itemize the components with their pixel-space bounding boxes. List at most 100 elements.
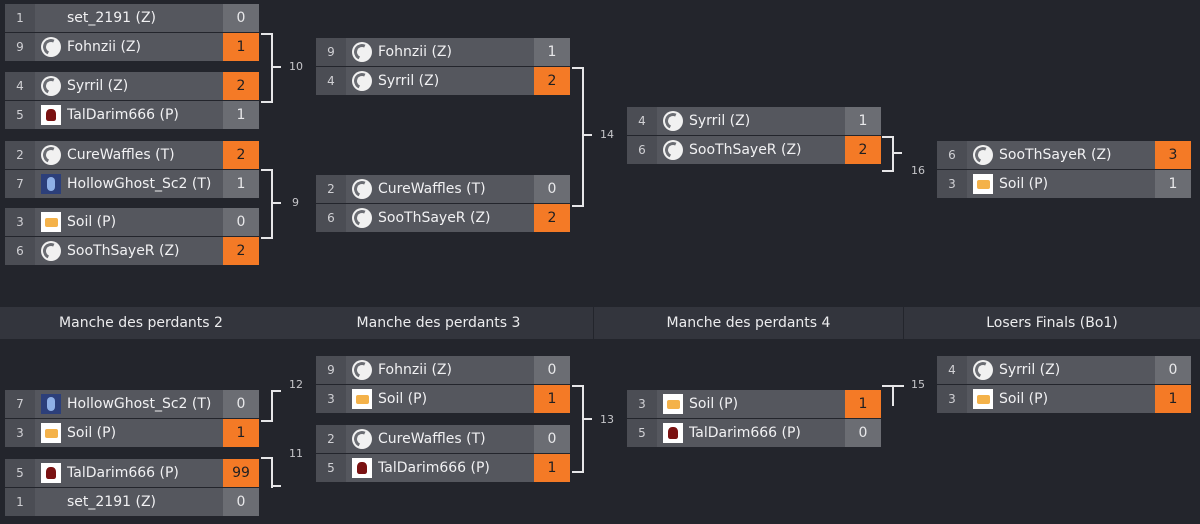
player-row[interactable]: 6 SooThSayeR (Z) 2 bbox=[627, 136, 881, 164]
match-w-14[interactable]: 4 Syrril (Z) 1 6 SooThSayeR (Z) 2 bbox=[627, 107, 881, 165]
seed-number: 5 bbox=[5, 459, 35, 487]
protoss-team-icon bbox=[352, 458, 372, 478]
player-name: Soil (P) bbox=[689, 396, 739, 412]
player-row[interactable]: 7 HollowGhost_Sc2 (T) 1 bbox=[5, 170, 259, 198]
match-number: 15 bbox=[911, 378, 925, 391]
player-row[interactable]: 4 Syrril (Z) 2 bbox=[5, 72, 259, 100]
protoss-team-icon bbox=[663, 423, 683, 443]
zerg-team-icon bbox=[973, 360, 993, 380]
player-row[interactable]: 6 SooThSayeR (Z) 3 bbox=[937, 141, 1191, 169]
player-row[interactable]: 9 Fohnzii (Z) 1 bbox=[316, 38, 570, 66]
bracket-connector-line bbox=[584, 418, 592, 420]
seed-number: 2 bbox=[316, 175, 346, 203]
match-l-a[interactable]: 7 HollowGhost_Sc2 (T) 0 3 Soil (P) 1 bbox=[5, 390, 259, 448]
player-row[interactable]: 4 Syrril (Z) 1 bbox=[627, 107, 881, 135]
player-name: TalDarim666 (P) bbox=[689, 425, 801, 441]
match-w-r1-a[interactable]: 1 set_2191 (Z) 0 9 Fohnzii (Z) 1 bbox=[5, 4, 259, 62]
losers-round-header: Losers Finals (Bo1) bbox=[904, 307, 1200, 339]
player-row[interactable]: 9 Fohnzii (Z) 0 bbox=[316, 356, 570, 384]
player-row[interactable]: 3 Soil (P) 1 bbox=[316, 385, 570, 413]
player-row[interactable]: 7 HollowGhost_Sc2 (T) 0 bbox=[5, 390, 259, 418]
player-row[interactable]: 1 set_2191 (Z) 0 bbox=[5, 4, 259, 32]
bracket-connector bbox=[261, 457, 273, 488]
seed-number: 9 bbox=[316, 356, 346, 384]
player-name: Soil (P) bbox=[999, 176, 1049, 192]
player-name: CureWaffles (T) bbox=[378, 181, 486, 197]
seed-number: 5 bbox=[5, 101, 35, 129]
score: 1 bbox=[223, 170, 259, 198]
score: 0 bbox=[223, 488, 259, 516]
player-name: Soil (P) bbox=[378, 391, 428, 407]
score-winner: 1 bbox=[1155, 385, 1191, 413]
player-row[interactable]: 2 CureWaffles (T) 2 bbox=[5, 141, 259, 169]
bracket-connector bbox=[261, 33, 273, 103]
match-l-12[interactable]: 9 Fohnzii (Z) 0 3 Soil (P) 1 bbox=[316, 356, 570, 414]
team-icon bbox=[41, 145, 61, 165]
player-row[interactable]: 5 TalDarim666 (P) 1 bbox=[316, 454, 570, 482]
match-w-9[interactable]: 2 CureWaffles (T) 0 6 SooThSayeR (Z) 2 bbox=[316, 175, 570, 233]
player-name: SooThSayeR (Z) bbox=[378, 210, 491, 226]
soil-team-icon bbox=[973, 389, 993, 409]
seed-number: 5 bbox=[627, 419, 657, 447]
player-row[interactable]: 1 set_2191 (Z) 0 bbox=[5, 488, 259, 516]
zerg-team-icon bbox=[352, 42, 372, 62]
player-row[interactable]: 2 CureWaffles (T) 0 bbox=[316, 425, 570, 453]
match-w-r1-c[interactable]: 2 CureWaffles (T) 2 7 HollowGhost_Sc2 (T… bbox=[5, 141, 259, 199]
score-winner: 1 bbox=[223, 33, 259, 61]
player-row[interactable]: 4 Syrril (Z) 0 bbox=[937, 356, 1191, 384]
player-name: Fohnzii (Z) bbox=[378, 362, 452, 378]
player-row[interactable]: 2 CureWaffles (T) 0 bbox=[316, 175, 570, 203]
seed-number: 4 bbox=[5, 72, 35, 100]
score-winner: 2 bbox=[534, 204, 570, 232]
zerg-team-icon bbox=[352, 360, 372, 380]
player-name: Syrril (Z) bbox=[689, 113, 751, 129]
player-row[interactable]: 3 Soil (P) 0 bbox=[5, 208, 259, 236]
score: 0 bbox=[534, 425, 570, 453]
player-name: SooThSayeR (Z) bbox=[67, 243, 180, 259]
score-winner: 1 bbox=[534, 385, 570, 413]
bracket-connector-line bbox=[894, 152, 902, 154]
match-w-r1-d[interactable]: 3 Soil (P) 0 6 SooThSayeR (Z) 2 bbox=[5, 208, 259, 266]
seed-number: 9 bbox=[5, 33, 35, 61]
score: 1 bbox=[223, 101, 259, 129]
score: 0 bbox=[534, 356, 570, 384]
match-l-13[interactable]: 3 Soil (P) 1 5 TalDarim666 (P) 0 bbox=[627, 390, 881, 448]
player-row[interactable]: 6 SooThSayeR (Z) 2 bbox=[5, 237, 259, 265]
player-row[interactable]: 5 TalDarim666 (P) 1 bbox=[5, 101, 259, 129]
match-w-10[interactable]: 9 Fohnzii (Z) 1 4 Syrril (Z) 2 bbox=[316, 38, 570, 96]
seed-number: 3 bbox=[627, 390, 657, 418]
match-w-16[interactable]: 6 SooThSayeR (Z) 3 3 Soil (P) 1 bbox=[937, 141, 1191, 199]
player-row[interactable]: 3 Soil (P) 1 bbox=[937, 385, 1191, 413]
player-row[interactable]: 4 Syrril (Z) 2 bbox=[316, 67, 570, 95]
player-row[interactable]: 6 SooThSayeR (Z) 2 bbox=[316, 204, 570, 232]
match-number: 11 bbox=[289, 447, 303, 460]
player-row[interactable]: 3 Soil (P) 1 bbox=[627, 390, 881, 418]
zerg-team-icon bbox=[352, 208, 372, 228]
seed-number: 7 bbox=[5, 390, 35, 418]
seed-number: 2 bbox=[316, 425, 346, 453]
score-winner: 2 bbox=[223, 237, 259, 265]
player-row[interactable]: 5 TalDarim666 (P) 0 bbox=[627, 419, 881, 447]
bracket-connector bbox=[572, 67, 584, 207]
score-winner: 2 bbox=[223, 141, 259, 169]
player-row[interactable]: 9 Fohnzii (Z) 1 bbox=[5, 33, 259, 61]
player-row[interactable]: 3 Soil (P) 1 bbox=[5, 419, 259, 447]
protoss-team-icon bbox=[41, 463, 61, 483]
seed-number: 1 bbox=[5, 488, 35, 516]
player-row[interactable]: 5 TalDarim666 (P) 99 bbox=[5, 459, 259, 487]
zerg-team-icon bbox=[352, 71, 372, 91]
ghost-team-icon bbox=[41, 394, 61, 414]
player-row[interactable]: 3 Soil (P) 1 bbox=[937, 170, 1191, 198]
score-winner: 1 bbox=[534, 454, 570, 482]
match-l-b[interactable]: 5 TalDarim666 (P) 99 1 set_2191 (Z) 0 bbox=[5, 459, 259, 517]
match-l-11[interactable]: 2 CureWaffles (T) 0 5 TalDarim666 (P) 1 bbox=[316, 425, 570, 483]
bracket-connector-line bbox=[271, 390, 281, 392]
bracket-connector-line bbox=[892, 385, 904, 387]
zerg-team-icon bbox=[41, 76, 61, 96]
match-l-15[interactable]: 4 Syrril (Z) 0 3 Soil (P) 1 bbox=[937, 356, 1191, 414]
score-winner: 1 bbox=[845, 390, 881, 418]
player-name: Soil (P) bbox=[67, 425, 117, 441]
player-name: Fohnzii (Z) bbox=[378, 44, 452, 60]
player-name: CureWaffles (T) bbox=[67, 147, 175, 163]
match-w-r1-b[interactable]: 4 Syrril (Z) 2 5 TalDarim666 (P) 1 bbox=[5, 72, 259, 130]
